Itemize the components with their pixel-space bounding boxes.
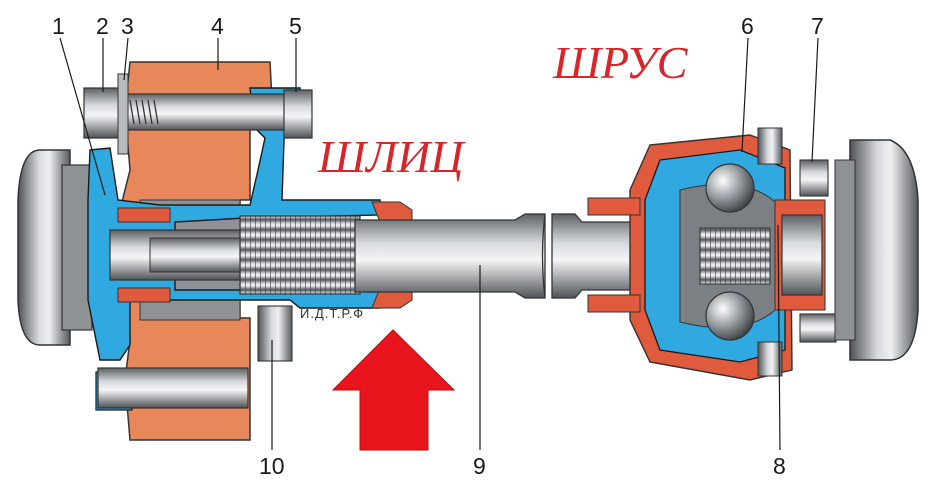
- callout-7: 7: [811, 13, 824, 39]
- callout-numbers: 1 2 3 4 5 6 7 8 9 10: [52, 13, 824, 479]
- pointer-arrow: [331, 329, 456, 451]
- left-seal: [371, 201, 413, 309]
- hub-nut: [774, 159, 837, 343]
- cv-joint: [587, 127, 793, 381]
- top-stud-bolt: [83, 87, 313, 139]
- callout-2: 2: [96, 13, 109, 39]
- top-pin: [757, 127, 783, 165]
- stud-thread: [129, 99, 159, 125]
- guide-pin: [257, 305, 293, 362]
- callout-6: 6: [741, 13, 754, 39]
- label-cv-joint: ШРУС: [552, 37, 689, 88]
- callout-1: 1: [52, 13, 65, 39]
- nut-right: [283, 89, 313, 139]
- lower-arm-bolt: [97, 367, 249, 409]
- callout-10: 10: [259, 453, 285, 479]
- cv-inner-race: [699, 227, 771, 285]
- ball-top: [705, 163, 755, 213]
- left-wheel-disc: [17, 149, 93, 346]
- leader-lines: [59, 37, 819, 451]
- inner-stub-shaft: [109, 207, 241, 303]
- callout-8: 8: [773, 453, 786, 479]
- label-splines: ШЛИЦ: [317, 131, 466, 182]
- callout-3: 3: [121, 13, 134, 39]
- bottom-pin: [757, 341, 783, 377]
- ball-bottom: [705, 291, 755, 341]
- callout-4: 4: [211, 13, 224, 39]
- nut-left: [83, 87, 125, 139]
- washer: [117, 73, 129, 155]
- watermark: И.Д.Т.Р.Ф: [300, 306, 364, 321]
- callout-5: 5: [289, 13, 302, 39]
- right-wheel-disc: [834, 139, 919, 361]
- splined-section: [239, 215, 361, 295]
- callout-9: 9: [473, 453, 486, 479]
